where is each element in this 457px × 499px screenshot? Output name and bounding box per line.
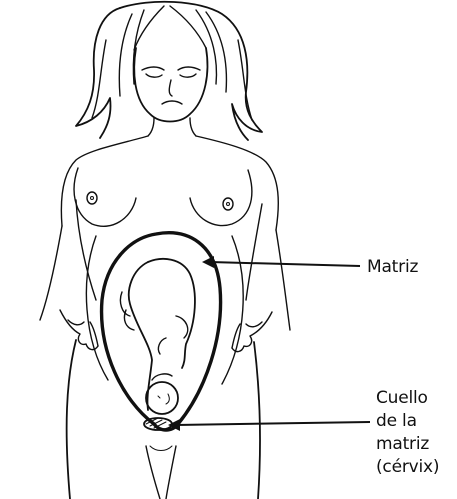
- torso-outline: [40, 118, 290, 330]
- label-cervix-line-2: de la: [376, 410, 439, 433]
- label-matriz: Matriz: [367, 256, 418, 279]
- uterus: [102, 233, 221, 430]
- hair: [76, 2, 262, 140]
- cervix-arrow: [168, 419, 370, 431]
- label-cervix-line-4: (cérvix): [376, 456, 439, 479]
- face: [134, 48, 207, 122]
- label-cervix-line-3: matriz: [376, 433, 439, 456]
- breasts: [74, 168, 252, 226]
- label-cervix-line-1: Cuello: [376, 387, 439, 410]
- label-cervix: Cuello de la matriz (cérvix): [376, 387, 439, 479]
- fetus: [120, 259, 195, 414]
